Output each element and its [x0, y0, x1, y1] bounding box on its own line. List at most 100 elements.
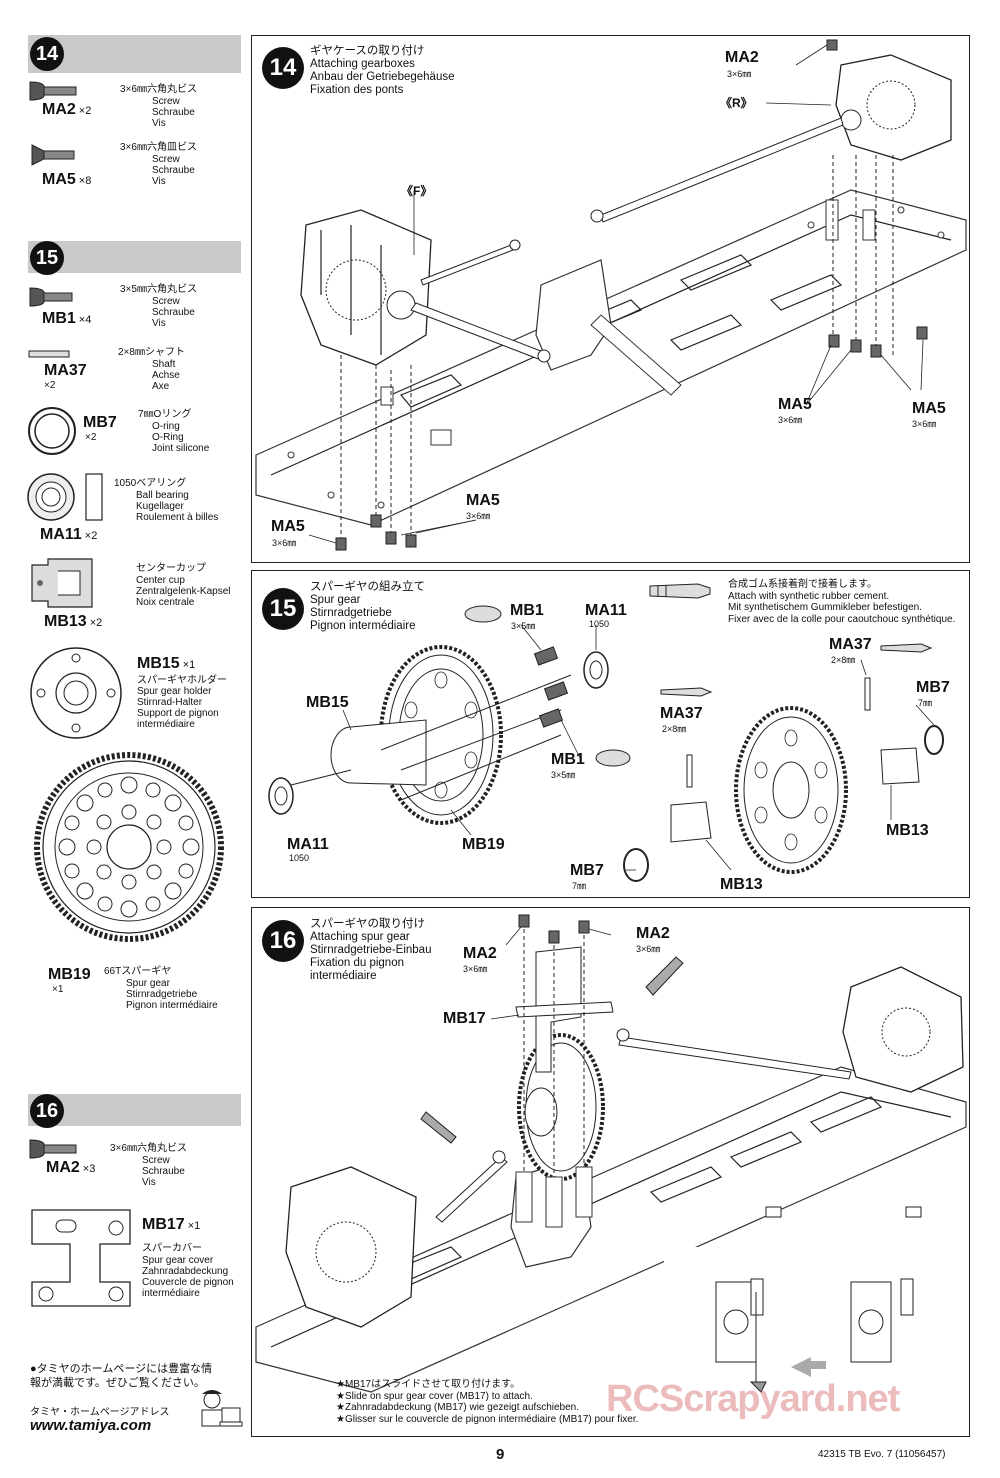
round-head-screw-icon [29, 1139, 77, 1159]
shaft-icon [28, 350, 70, 358]
callout-code: MB19 [462, 836, 505, 853]
part-name-en: Screw [152, 96, 180, 107]
part-name-fr: Pignon intermédiaire [126, 1000, 218, 1011]
callout-dim: 3×5㎜ [551, 770, 576, 780]
part-name-en: Ball bearing [136, 490, 189, 501]
watermark: RCScrapyard.net [606, 1378, 900, 1420]
part-name-jp: 3×5㎜六角丸ビス [120, 284, 197, 295]
part-name-fr-cont: intermédiaire [142, 1288, 200, 1299]
part-name-jp: 3×6㎜六角皿ビス [120, 142, 197, 153]
callout-dim: 3×6㎜ [778, 415, 803, 425]
countersunk-screw-icon [31, 144, 75, 166]
part-qty: ×2 [44, 380, 56, 391]
step-number-badge: 14 [262, 47, 304, 89]
part-name-fr: Couvercle de pignon [142, 1277, 234, 1288]
callout-code: MB13 [886, 822, 929, 839]
callout-code: MB7 [916, 679, 950, 696]
callout-dim: 1050 [589, 619, 610, 629]
part-name-jp: 2×8㎜シャフト [118, 347, 185, 358]
callout-dim: 3×6㎜ [272, 538, 297, 548]
part-name-fr: Roulement à billes [136, 512, 219, 523]
part-name-fr: Noix centrale [136, 597, 195, 608]
part-code: MB17×1 [142, 1216, 201, 1233]
homepage-url[interactable]: www.tamiya.com [30, 1417, 152, 1434]
callout-code: MA11 [287, 836, 329, 853]
part-code: MB7 [83, 414, 117, 431]
part-name-de: Stirnradgetriebe [126, 989, 198, 1000]
callout-dim: 3×6㎜ [727, 69, 752, 79]
callout-code: MA2 [463, 945, 497, 962]
callout-dim: 2×8㎜ [831, 655, 856, 665]
step-number-badge: 15 [30, 241, 64, 275]
part-name-jp: センターカップ [136, 563, 206, 574]
o-ring-icon [28, 407, 76, 455]
cover-slide-note: ★MB17はスライドさせて取り付けます。 ★Slide on spur gear… [336, 1379, 639, 1425]
callout-code: MA2 [725, 49, 759, 66]
part-name-fr: Vis [152, 176, 166, 187]
front-marker: 《F》 [401, 184, 433, 198]
part-code: MA5×8 [42, 171, 92, 188]
part-name-de: Kugellager [136, 501, 184, 512]
step-title: スパーギヤの取り付け Attaching spur gear Stirnradg… [310, 918, 432, 982]
part-name-de: Schraube [152, 307, 195, 318]
part-name-de: Achse [152, 370, 180, 381]
part-name-jp: スパーカバー [142, 1243, 202, 1254]
part-code: MA2×2 [42, 101, 92, 118]
step-number-badge: 14 [30, 37, 64, 71]
part-name-en: Screw [152, 154, 180, 165]
callout-code: MA5 [778, 396, 812, 413]
callout-dim: 3×5㎜ [511, 621, 536, 631]
part-name-de: Stirnrad-Halter [137, 697, 203, 708]
part-code: MB19 [48, 966, 91, 983]
round-head-screw-icon [29, 81, 77, 101]
part-name-en: Screw [142, 1155, 170, 1166]
step-number-badge: 15 [262, 588, 304, 630]
callout-code: MA5 [466, 492, 500, 509]
homepage-label: タミヤ・ホームページアドレス [30, 1407, 170, 1418]
spur-gear-holder-icon [30, 647, 122, 739]
callout-code: MB13 [720, 876, 763, 893]
part-name-fr: Joint silicone [152, 443, 210, 454]
callout-code: MB1 [510, 602, 544, 619]
callout-code: MB15 [306, 694, 349, 711]
callout-dim: 3×6㎜ [466, 511, 491, 521]
part-name-fr: Vis [152, 318, 166, 329]
part-name-en: Center cup [136, 575, 185, 586]
part-name-fr-cont: intermédiaire [137, 719, 195, 730]
part-name-jp: スパーギヤホルダー [137, 675, 227, 686]
callout-dim: 3×6㎜ [636, 944, 661, 954]
callout-code: MA37 [660, 705, 703, 722]
cement-tube-icon [649, 583, 711, 599]
part-name-jp: 66Tスパーギヤ [104, 966, 172, 977]
round-head-screw-icon [29, 287, 73, 307]
part-qty: ×2 [85, 432, 97, 443]
callout-code: MB7 [570, 862, 604, 879]
callout-code: MA37 [829, 636, 872, 653]
part-name-fr: Axe [152, 381, 170, 392]
part-code: MB13×2 [44, 613, 103, 630]
part-name-en: O-ring [152, 421, 180, 432]
part-code: MA37 [44, 362, 87, 379]
part-code: MB15×1 [137, 655, 196, 672]
part-name-jp: 1050ベアリング [114, 478, 187, 489]
cement-note: 合成ゴム系接着剤で接着します。 Attach with synthetic ru… [728, 579, 956, 625]
part-name-de: Schraube [152, 107, 195, 118]
part-code: MA2×3 [46, 1159, 96, 1176]
chassis-gearbox-assembly-illustration [255, 39, 967, 551]
callout-code: MA5 [271, 518, 305, 535]
page-number: 9 [496, 1446, 505, 1463]
step-panel-16 [251, 907, 970, 1437]
callout-dim: 3×6㎜ [463, 964, 488, 974]
part-name-fr: Support de pignon [137, 708, 219, 719]
ball-bearing-icon [27, 473, 103, 521]
callout-dim: 7㎜ [572, 881, 587, 891]
step-panel-14 [251, 35, 970, 563]
callout-dim: 3×6㎜ [912, 419, 937, 429]
rear-marker: 《R》 [720, 96, 753, 110]
callout-code: MB1 [551, 751, 585, 768]
part-name-fr: Vis [152, 118, 166, 129]
callout-dim: 7㎜ [918, 698, 933, 708]
part-name-en: Spur gear holder [137, 686, 212, 697]
part-name-jp: 3×6㎜六角丸ビス [120, 84, 197, 95]
part-name-jp: 3×6㎜六角丸ビス [110, 1143, 187, 1154]
